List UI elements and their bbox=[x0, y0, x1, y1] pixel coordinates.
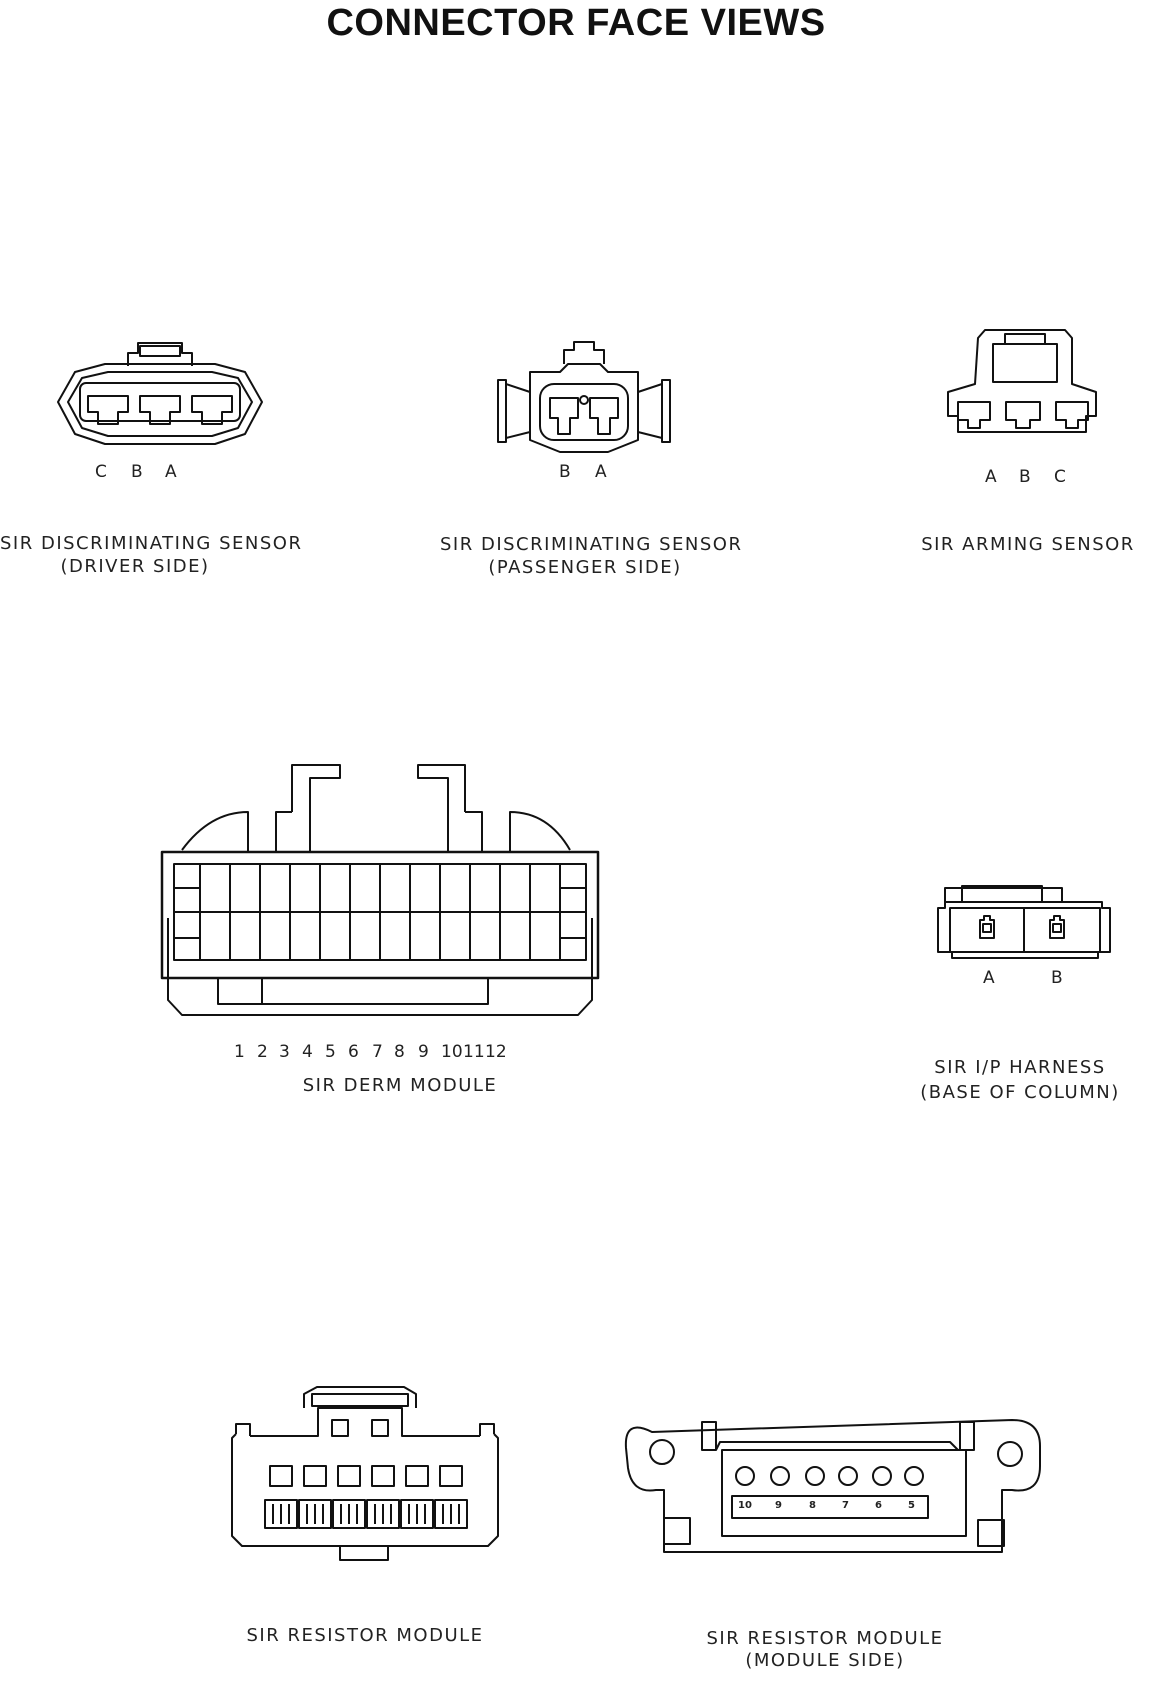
derm-cavity-10-upper bbox=[470, 864, 500, 912]
page-title: CONNECTOR FACE VIEWS bbox=[326, 2, 826, 44]
resistor-cavity-upper bbox=[440, 1466, 462, 1486]
derm-cavity-9-upper bbox=[440, 864, 470, 912]
derm-cavity-1-upper bbox=[200, 864, 230, 912]
module-side-pin-label-9: 9 bbox=[775, 1500, 782, 1511]
arming-sensor-label: SIR ARMING SENSOR bbox=[921, 534, 1135, 555]
derm-pin-5: 5 bbox=[325, 1042, 336, 1062]
derm-cavity-12-upper bbox=[530, 864, 560, 912]
ip-harness-pin-b: B bbox=[1051, 968, 1063, 988]
derm-cavity-1-lower bbox=[200, 912, 230, 960]
derm-cavity-4-upper bbox=[290, 864, 320, 912]
derm-pin-7: 7 bbox=[372, 1042, 383, 1062]
passenger-sensor-connector bbox=[498, 342, 670, 452]
derm-pin-6: 6 bbox=[348, 1042, 359, 1062]
resistor-cavity-upper bbox=[406, 1466, 428, 1486]
module-side-pin-9 bbox=[771, 1467, 789, 1485]
resistor-cavity-upper bbox=[338, 1466, 360, 1486]
arming-pin-c: C bbox=[1054, 467, 1066, 487]
driver-pin-a: A bbox=[165, 462, 177, 482]
ip-harness-label: SIR I/P HARNESS bbox=[934, 1057, 1106, 1078]
derm-cavity-4-lower bbox=[290, 912, 320, 960]
derm-cavity-3-lower bbox=[260, 912, 290, 960]
derm-cavity-7-upper bbox=[380, 864, 410, 912]
ip-harness-sublabel: (BASE OF COLUMN) bbox=[920, 1082, 1120, 1103]
derm-cavity-11-lower bbox=[500, 912, 530, 960]
driver-sensor-connector bbox=[58, 343, 262, 444]
derm-pin-8: 8 bbox=[394, 1042, 405, 1062]
derm-module-label: SIR DERM MODULE bbox=[302, 1075, 498, 1096]
module-side-pin-5 bbox=[905, 1467, 923, 1485]
resistor-module-connector bbox=[232, 1387, 498, 1560]
derm-cavity-2-lower bbox=[230, 912, 260, 960]
module-side-pin-10 bbox=[736, 1467, 754, 1485]
driver-pin-b: B bbox=[131, 462, 143, 482]
derm-pin-11: 11 bbox=[463, 1042, 485, 1062]
derm-cavity-8-lower bbox=[410, 912, 440, 960]
resistor-cavity-lower bbox=[435, 1500, 467, 1528]
passenger-pin-b: B bbox=[559, 462, 571, 482]
arming-pin-b: B bbox=[1019, 467, 1031, 487]
module-side-pin-8 bbox=[806, 1467, 824, 1485]
driver-sensor-label: SIR DISCRIMINATING SENSOR bbox=[0, 533, 303, 554]
driver-sensor-sublabel: (DRIVER SIDE) bbox=[60, 556, 210, 577]
ip-harness-connector bbox=[938, 886, 1110, 958]
module-side-pin-label-8: 8 bbox=[809, 1500, 816, 1511]
arming-sensor-connector bbox=[948, 330, 1096, 432]
module-side-pin-label-7: 7 bbox=[842, 1500, 849, 1511]
derm-pin-9: 9 bbox=[418, 1042, 429, 1062]
passenger-sensor-label: SIR DISCRIMINATING SENSOR bbox=[440, 534, 743, 555]
derm-cavity-2-upper bbox=[230, 864, 260, 912]
resistor-cavity-lower bbox=[333, 1500, 365, 1528]
module-side-pin-label-10: 10 bbox=[738, 1500, 752, 1511]
module-side-pin-label-5: 5 bbox=[908, 1500, 915, 1511]
derm-cavity-7-lower bbox=[380, 912, 410, 960]
derm-cavity-10-lower bbox=[470, 912, 500, 960]
resistor-cavity-upper bbox=[372, 1466, 394, 1486]
resistor-cavity-upper bbox=[304, 1466, 326, 1486]
derm-cavity-3-upper bbox=[260, 864, 290, 912]
passenger-sensor-sublabel: (PASSENGER SIDE) bbox=[488, 557, 682, 578]
resistor-module-label: SIR RESISTOR MODULE bbox=[246, 1625, 484, 1646]
resistor-module-side-label: SIR RESISTOR MODULE bbox=[706, 1628, 944, 1649]
resistor-module-side-connector bbox=[626, 1420, 1040, 1552]
passenger-pin-a: A bbox=[595, 462, 607, 482]
module-side-pin-6 bbox=[873, 1467, 891, 1485]
derm-cavity-5-lower bbox=[320, 912, 350, 960]
derm-cavity-5-upper bbox=[320, 864, 350, 912]
module-side-pin-label-6: 6 bbox=[875, 1500, 882, 1511]
derm-pin-12: 12 bbox=[485, 1042, 507, 1062]
derm-cavity-6-lower bbox=[350, 912, 380, 960]
derm-cavity-8-upper bbox=[410, 864, 440, 912]
derm-pin-1: 1 bbox=[234, 1042, 245, 1062]
arming-pin-a: A bbox=[985, 467, 997, 487]
resistor-cavity-lower bbox=[299, 1500, 331, 1528]
resistor-cavity-lower bbox=[265, 1500, 297, 1528]
resistor-cavity-lower bbox=[367, 1500, 399, 1528]
ip-harness-pin-a: A bbox=[983, 968, 995, 988]
derm-module-connector bbox=[162, 765, 598, 1015]
resistor-cavity-upper bbox=[270, 1466, 292, 1486]
driver-pin-c: C bbox=[95, 462, 107, 482]
resistor-module-side-sublabel: (MODULE SIDE) bbox=[745, 1650, 905, 1671]
derm-cavity-6-upper bbox=[350, 864, 380, 912]
derm-pin-4: 4 bbox=[302, 1042, 313, 1062]
resistor-cavity-lower bbox=[401, 1500, 433, 1528]
module-side-pin-7 bbox=[839, 1467, 857, 1485]
derm-pin-3: 3 bbox=[279, 1042, 290, 1062]
derm-pin-10: 10 bbox=[441, 1042, 463, 1062]
derm-cavity-12-lower bbox=[530, 912, 560, 960]
derm-pin-2: 2 bbox=[257, 1042, 268, 1062]
derm-cavity-9-lower bbox=[440, 912, 470, 960]
derm-cavity-11-upper bbox=[500, 864, 530, 912]
